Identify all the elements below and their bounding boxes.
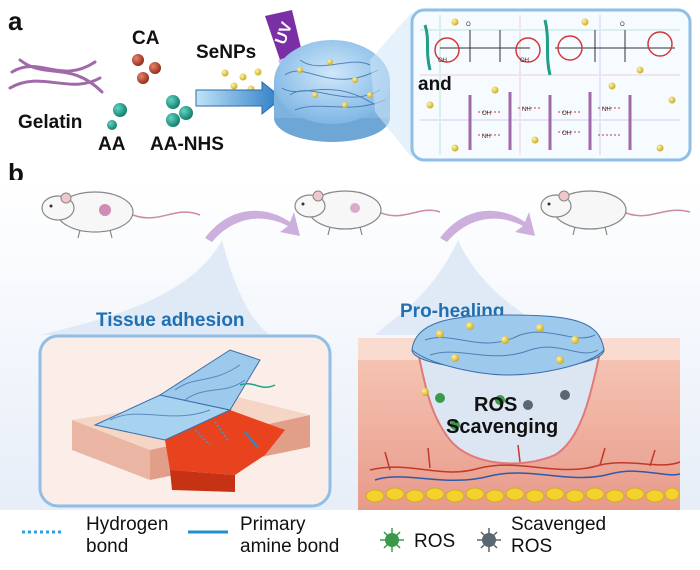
legend-scavenged-line1: Scavenged [511, 514, 606, 535]
panel-a-letter: a [8, 6, 23, 36]
gelatin-label: Gelatin [18, 112, 82, 133]
ros-particles [435, 393, 505, 430]
uv-label: UV [272, 20, 296, 47]
aa-nhs-label: AA-NHS [150, 134, 224, 155]
legend-hydrogen-line1: Hydrogen [86, 514, 168, 535]
progress-arrow-1 [205, 210, 300, 242]
mouse-1 [41, 191, 201, 239]
scavenged-ros-swatch-icon [477, 528, 501, 552]
progress-arrow-2 [440, 210, 535, 242]
spotlight-right [375, 240, 560, 335]
tissue-adhesion-title: Tissue adhesion [96, 310, 245, 331]
legend-hydrogen-line2: bond [86, 536, 128, 557]
legend-primary-line2: amine bond [240, 536, 339, 557]
mouse-3 [540, 190, 691, 236]
hydrogel-disk [274, 40, 390, 142]
chem-oh-3: OH [482, 111, 491, 117]
ca-label: CA [132, 28, 160, 49]
pro-healing-panel [358, 314, 681, 510]
aa-molecules [107, 103, 127, 130]
senps-label: SeNPs [196, 42, 256, 63]
zoom-funnel [370, 12, 412, 158]
senps-particles [221, 68, 262, 93]
fat-cells [365, 487, 680, 503]
network-box [410, 8, 692, 162]
chem-oh-5: OH [562, 131, 571, 137]
aa-label: AA [98, 134, 126, 155]
spotlight-left [40, 240, 270, 335]
chem-nh-3: NH [482, 134, 491, 140]
chem-oh-1: OH [438, 58, 447, 64]
scavenged-ros-particles [523, 390, 570, 410]
chem-nh-1: NH [522, 107, 531, 113]
legend-ros: ROS [414, 531, 455, 552]
and-label: and [418, 74, 452, 95]
chem-nh-2: NH [602, 107, 611, 113]
blood-vessels [369, 444, 681, 482]
reaction-arrow [195, 80, 283, 116]
gelatin-strands [8, 58, 104, 94]
legend-primary-line1: Primary [240, 514, 306, 535]
ros-scavenging-line1: ROS [474, 394, 517, 416]
tissue-adhesion-panel [38, 334, 332, 508]
legend-scavenged-line2: ROS [511, 536, 552, 557]
legend [22, 528, 501, 552]
mouse-2 [294, 190, 441, 236]
chem-oh-2: OH [520, 58, 529, 64]
chem-o-2: O [620, 22, 625, 28]
ca-molecules [132, 54, 161, 84]
chem-o-1: O [466, 22, 471, 28]
ros-scavenging-line2: Scavenging [446, 416, 558, 438]
chem-oh-4: OH [562, 111, 571, 117]
aa-nhs-molecules [166, 95, 193, 127]
ros-swatch-icon [380, 528, 404, 552]
